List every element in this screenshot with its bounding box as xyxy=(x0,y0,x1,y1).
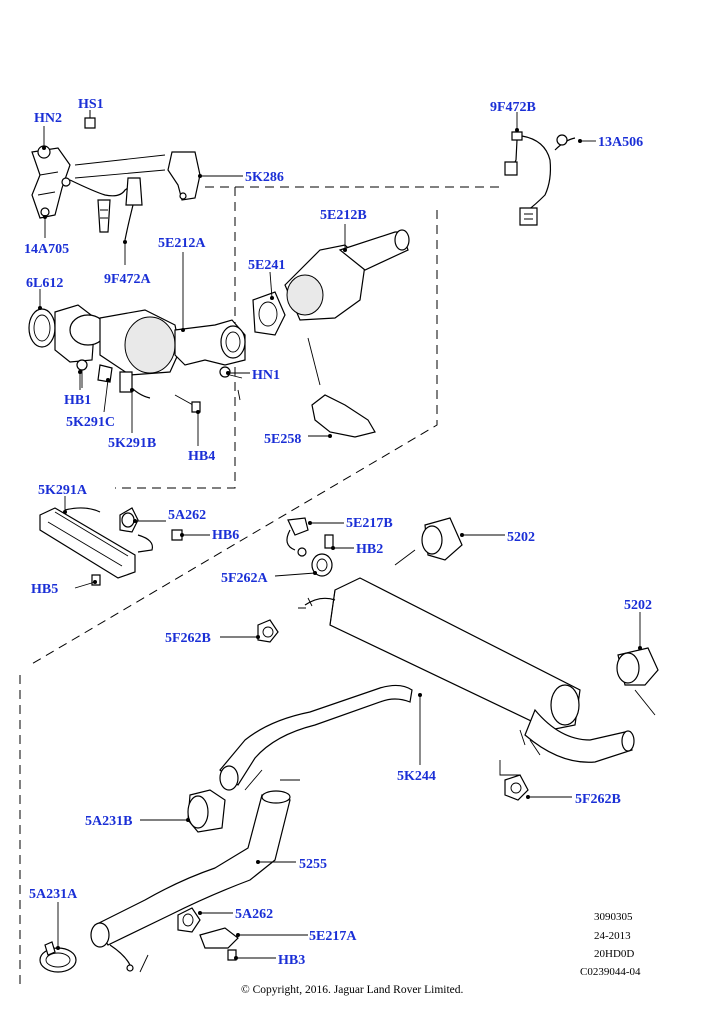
clamp-5a231a xyxy=(39,941,77,973)
label-9f472b: 9F472B xyxy=(490,100,536,115)
label-hb3: HB3 xyxy=(278,953,305,968)
ref-date: 24-2013 xyxy=(594,930,631,942)
rear-muffler-5k244 xyxy=(298,577,581,731)
label-14a705: 14A705 xyxy=(24,242,69,257)
bracket-5k291a xyxy=(39,507,136,579)
label-5e258: 5E258 xyxy=(264,432,301,447)
label-5f262a: 5F262A xyxy=(221,571,269,586)
mount-5f262b-lower xyxy=(499,760,529,801)
mount-5a262-upper xyxy=(119,507,154,553)
copyright-notice: © Copyright, 2016. Jaguar Land Rover Lim… xyxy=(241,984,464,996)
mount-5a262-lower xyxy=(177,907,201,933)
leader-lines xyxy=(38,110,642,960)
oxygen-sensor-9f472a xyxy=(69,177,143,241)
ref-code: 20HD0D xyxy=(594,948,634,960)
label-hb6: HB6 xyxy=(212,528,239,543)
gasket-5e241 xyxy=(252,291,286,336)
mount-5f262a xyxy=(311,553,333,577)
label-5a231a: 5A231A xyxy=(29,887,78,902)
label-hn2: HN2 xyxy=(34,111,62,126)
label-5e212b: 5E212B xyxy=(320,208,367,223)
mount-5f262b-upper xyxy=(257,619,279,643)
label-5a262-lower: 5A262 xyxy=(235,907,273,922)
label-hb1: HB1 xyxy=(64,393,91,408)
catalytic-converter-5e212b xyxy=(284,229,410,321)
label-6l612: 6L612 xyxy=(26,276,63,291)
label-5202-upper: 5202 xyxy=(507,530,535,545)
bolt-hb4 xyxy=(174,394,201,413)
bracket-5e217b xyxy=(286,517,309,557)
catalytic-converter-5e212a xyxy=(54,304,246,399)
assembly-boundary-lines xyxy=(19,186,500,985)
label-9f472a: 9F472A xyxy=(104,272,152,287)
label-5e217b: 5E217B xyxy=(346,516,393,531)
label-5k244: 5K244 xyxy=(397,769,436,784)
label-hb2: HB2 xyxy=(356,542,383,557)
label-5k291c: 5K291C xyxy=(66,415,115,430)
label-hb5: HB5 xyxy=(31,582,58,597)
tailpipe-tip-5202-upper xyxy=(394,517,463,566)
label-hn1: HN1 xyxy=(252,368,280,383)
heat-shield-5k286 xyxy=(74,151,201,201)
bolt-hb6 xyxy=(171,529,183,541)
label-13a506: 13A506 xyxy=(598,135,643,150)
ref-illustration-id: C0239044-04 xyxy=(580,966,641,978)
tailpipe-section xyxy=(519,708,635,763)
bolt-hb2 xyxy=(324,534,334,549)
heat-shield-5e258 xyxy=(307,337,376,438)
label-5f262b-upper: 5F262B xyxy=(165,631,211,646)
gasket-6l612 xyxy=(28,308,56,348)
label-5a262-upper: 5A262 xyxy=(168,508,206,523)
tailpipe-tip-5202-right xyxy=(616,647,659,716)
label-hb4: HB4 xyxy=(188,449,215,464)
label-5e241: 5E241 xyxy=(248,258,285,273)
label-5a231b: 5A231B xyxy=(85,814,132,829)
label-hs1: HS1 xyxy=(78,97,104,112)
label-5202-right: 5202 xyxy=(624,598,652,613)
intermediate-pipe xyxy=(219,684,413,791)
label-5255: 5255 xyxy=(299,857,327,872)
oxygen-sensor-9f472b xyxy=(504,131,576,226)
heat-shield-bracket-14a705 xyxy=(31,145,71,219)
ref-number: 3090305 xyxy=(594,911,633,923)
label-5k291b: 5K291B xyxy=(108,436,156,451)
clamp-5a231b xyxy=(187,789,226,833)
label-5k286: 5K286 xyxy=(245,170,284,185)
label-5e217a: 5E217A xyxy=(309,929,357,944)
label-5f262b-lower: 5F262B xyxy=(575,792,621,807)
label-5k291a: 5K291A xyxy=(38,483,88,498)
bracket-5e217a xyxy=(199,927,239,949)
front-pipe-5255 xyxy=(90,790,291,973)
label-5e212a: 5E212A xyxy=(158,236,206,251)
